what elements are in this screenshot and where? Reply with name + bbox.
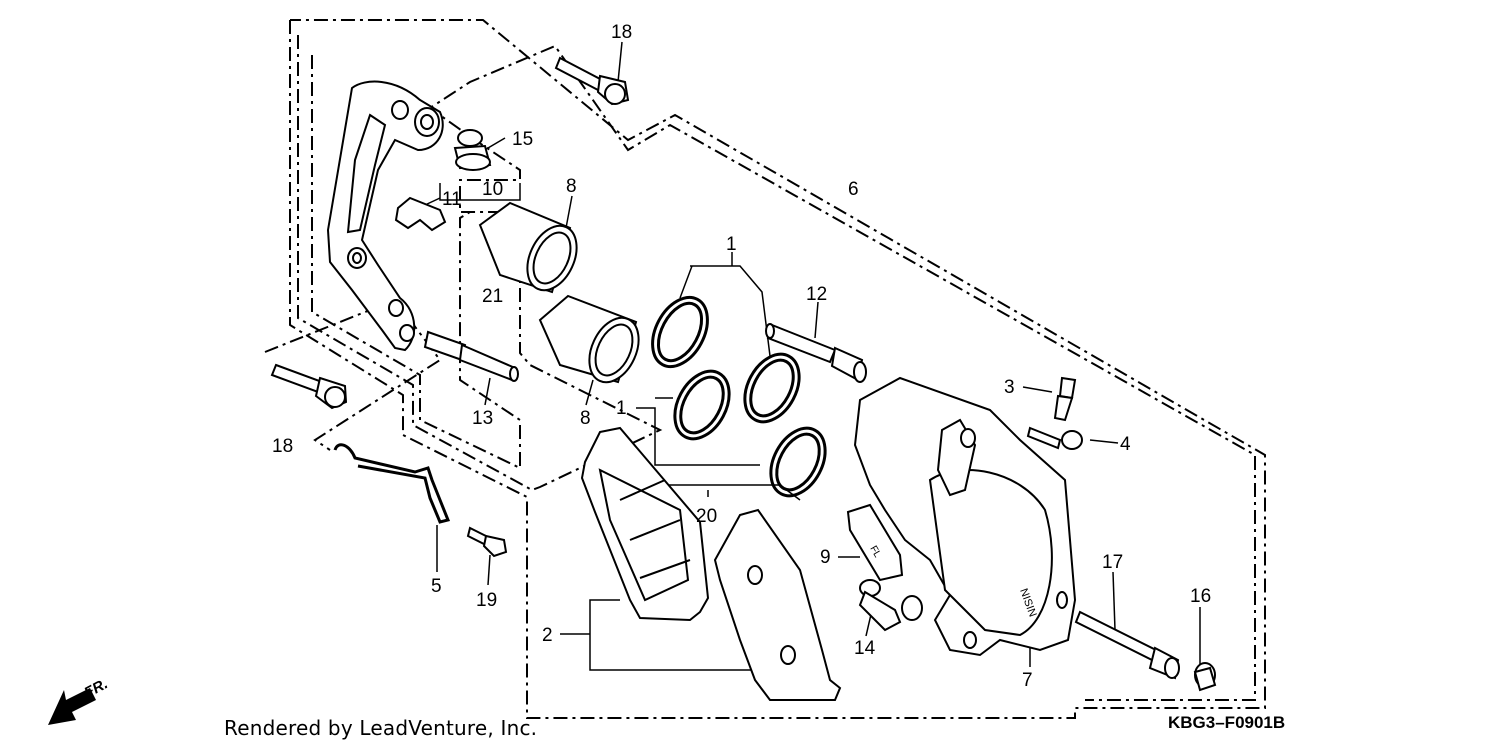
boundary-bolt-lower [264, 298, 442, 451]
piston-upper [478, 201, 578, 294]
boundary-caliper-assembly [289, 19, 1266, 719]
callout-1-top: 1 [726, 234, 737, 255]
caliper-bracket [326, 80, 444, 352]
callout-labels: 18 15 10 11 8 6 1 21 12 3 8 1 13 4 18 20… [272, 22, 1211, 691]
boundary-bracket-inner [311, 55, 521, 470]
seal-set-1 [651, 295, 827, 498]
callout-13: 13 [472, 408, 493, 429]
callout-5: 5 [431, 576, 442, 597]
callout-18-bottom: 18 [272, 436, 293, 457]
svg-text:FL: FL [867, 544, 883, 560]
shim-9: FL [846, 503, 904, 582]
pin-17 [1074, 610, 1180, 680]
callout-10: 10 [482, 179, 503, 200]
brake-pad-inner [713, 508, 842, 701]
bleed-valve-14 [858, 579, 923, 632]
clip-11 [394, 196, 447, 232]
pin-13 [423, 330, 519, 382]
piston-lower [538, 294, 640, 384]
boot-15 [453, 129, 492, 171]
callout-15: 15 [512, 129, 533, 150]
pad-spring-5 [333, 443, 451, 524]
bolt-18-lower [270, 363, 348, 410]
bolt-18-upper [554, 56, 630, 106]
callout-8-bottom: 8 [580, 408, 591, 429]
bolt-19 [466, 526, 508, 558]
caliper-body: NISIN [853, 376, 1077, 657]
callout-8-top: 8 [566, 176, 577, 197]
callout-20: 20 [696, 506, 717, 527]
callout-14: 14 [854, 638, 876, 659]
boundary-bracket-assembly [297, 35, 1256, 701]
front-direction-arrow [48, 688, 96, 725]
render-credit: Rendered by LeadVenture, Inc. [224, 716, 538, 740]
callout-11: 11 [442, 189, 462, 210]
diagram-id: KBG3–F0901B [1168, 713, 1286, 732]
pin-12 [765, 323, 867, 383]
assembly-boundaries [264, 19, 1266, 719]
boot-16 [1193, 662, 1217, 692]
callout-7: 7 [1022, 670, 1033, 691]
callout-16: 16 [1190, 586, 1211, 607]
callout-21: 21 [482, 286, 503, 307]
callout-17: 17 [1102, 552, 1123, 573]
callout-2: 2 [542, 625, 553, 646]
callout-19: 19 [476, 590, 497, 611]
callout-6: 6 [848, 179, 859, 200]
callout-9: 9 [820, 547, 831, 568]
callout-12: 12 [806, 284, 827, 305]
callout-4: 4 [1120, 434, 1131, 455]
callout-18-top: 18 [611, 22, 632, 43]
callout-3: 3 [1004, 377, 1015, 398]
brake-pad-outer [580, 426, 710, 622]
bleed-cap-4 [1026, 426, 1083, 450]
bleed-screw-3 [1053, 376, 1077, 422]
callout-1-bottom: 1 [616, 398, 627, 419]
parts: FL NISIN [48, 56, 1217, 725]
